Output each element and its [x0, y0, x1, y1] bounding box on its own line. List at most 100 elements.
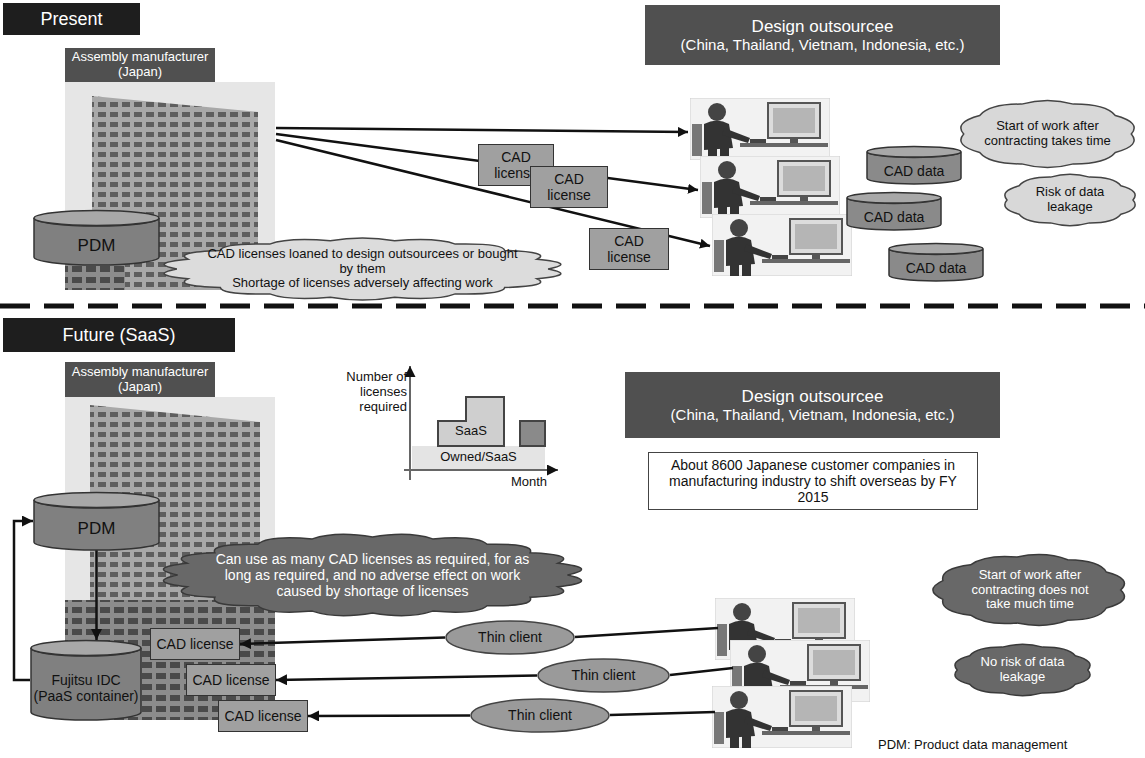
license-box: CAD license: [589, 228, 669, 270]
region-box: Design outsourcee(China, Thailand, Vietn…: [625, 372, 1000, 438]
node-text: Thin client: [572, 667, 636, 683]
node-text: Thin client: [478, 629, 542, 645]
node-text: Can use as many CAD licenses as required…: [206, 551, 539, 599]
license-chart: [412, 446, 545, 470]
node-text: PDM: [78, 236, 116, 256]
cylinder-top: [847, 193, 941, 203]
connector-arrow: [14, 521, 33, 680]
chart-label: Owned/SaaS: [412, 450, 545, 465]
pdm-cylinder: PDM: [33, 210, 160, 265]
cylinder-top: [889, 244, 983, 254]
license-box: CAD license: [150, 628, 240, 660]
cylinder-top: [31, 641, 141, 656]
data-cylinder: CAD data: [846, 192, 942, 230]
node-text: Start of work after contracting takes ti…: [977, 119, 1118, 149]
cloud-shape: [955, 644, 1090, 695]
node-text: Thin client: [508, 707, 572, 723]
axis-label: Number of licenses required: [333, 370, 407, 415]
worker-figure: [700, 156, 840, 218]
node-text: CAD license: [156, 636, 233, 652]
thin-client: Thin client: [537, 658, 670, 693]
axis-label: Month: [498, 475, 560, 490]
thin-client: Thin client: [470, 698, 610, 733]
node-text: Start of work after contracting does not…: [958, 568, 1102, 613]
node-text: CAD license: [192, 672, 269, 688]
section-tag: Future (SaaS): [3, 318, 235, 352]
cylinder-top: [867, 147, 961, 157]
node-text: PDM: [78, 519, 116, 539]
benefit-cloud: Can use as many CAD licenses as required…: [160, 532, 585, 618]
chart-label: SaaS: [443, 424, 499, 439]
node-text: Risk of data leakage: [1020, 185, 1120, 215]
license-chart: [438, 397, 504, 446]
section-tag: Present: [3, 3, 140, 35]
node-text: CAD data: [906, 260, 967, 276]
node-text: (China, Thailand, Vietnam, Indonesia, et…: [681, 36, 965, 53]
ellipse-shape: [538, 659, 669, 692]
license-box: CAD license: [186, 664, 276, 696]
node-text: Fujitsu IDC (PaaS container): [32, 672, 140, 704]
license-box: CAD license: [530, 166, 608, 208]
client-link: [610, 712, 715, 715]
company-box: Assembly manufacturer (Japan): [65, 48, 215, 82]
client-link: [670, 668, 733, 675]
company-box: Assembly manufacturer (Japan): [65, 362, 215, 397]
footnote: PDM: Product data management: [878, 738, 1140, 753]
ellipse-shape: [471, 699, 609, 732]
node-text: CAD data: [864, 209, 925, 225]
license-arrows: [276, 134, 698, 190]
connector-arrow: [308, 714, 470, 717]
node-text: Future (SaaS): [62, 325, 175, 346]
connector-arrow: [95, 550, 98, 640]
issue-cloud: Risk of data leakage: [1000, 172, 1140, 228]
cylinder-body: [31, 648, 141, 720]
region-box: Design outsourcee(China, Thailand, Vietn…: [645, 5, 1000, 65]
license-arrows: [276, 128, 688, 132]
worker-figure: [690, 98, 830, 160]
node-text: Design outsourcee: [752, 17, 894, 37]
node-text: CAD license: [224, 708, 301, 724]
datacenter-cylinder: Fujitsu IDC (PaaS container): [30, 640, 142, 720]
cloud-shape: [961, 101, 1134, 168]
node-text: No risk of data leakage: [970, 655, 1075, 685]
cloud-shape: [1005, 174, 1135, 225]
license-chart: [520, 421, 545, 446]
data-cylinder: CAD data: [866, 146, 962, 184]
connector-arrow: [276, 676, 537, 681]
node-text: CAD license: [535, 171, 603, 203]
license-chart: [404, 366, 558, 480]
data-cylinder: CAD data: [888, 243, 984, 281]
node-text: Present: [40, 9, 102, 30]
node-text: Design outsourcee: [742, 387, 884, 407]
cloud-shape: [933, 555, 1125, 626]
node-text: CAD data: [884, 163, 945, 179]
issue-cloud: CAD licenses loaned to design outsourcee…: [160, 236, 565, 302]
node-text: About 8600 Japanese customer companies i…: [659, 457, 967, 505]
node-text: Assembly manufacturer (Japan): [71, 50, 209, 80]
worker-figure: [712, 214, 852, 276]
section-divider: [0, 306, 1145, 307]
ellipse-shape: [446, 621, 574, 654]
license-box: CAD license: [218, 700, 308, 732]
node-text: Assembly manufacturer (Japan): [71, 365, 209, 395]
node-text: Shortage of licenses adversely affecting…: [232, 276, 493, 291]
benefit-cloud: No risk of data leakage: [950, 642, 1095, 698]
thin-client: Thin client: [445, 620, 575, 655]
node-text: CAD license: [594, 233, 664, 265]
node-text: (China, Thailand, Vietnam, Indonesia, et…: [671, 406, 955, 423]
license-chart: [409, 366, 411, 480]
pdm-cylinder: PDM: [33, 492, 160, 550]
client-link: [575, 628, 718, 637]
issue-cloud: Start of work after contracting takes ti…: [955, 98, 1140, 170]
connector-arrow: [240, 638, 445, 645]
cylinder-top: [34, 211, 159, 226]
cloud-shape: [164, 238, 561, 300]
section-divider: [0, 304, 1145, 309]
cloud-shape: [164, 534, 582, 615]
note-box: About 8600 Japanese customer companies i…: [648, 452, 978, 510]
cylinder-top: [34, 493, 159, 508]
benefit-cloud: Start of work after contracting does not…: [930, 552, 1130, 628]
license-chart: [404, 469, 558, 471]
node-text: CAD licenses loaned to design outsourcee…: [200, 247, 525, 277]
